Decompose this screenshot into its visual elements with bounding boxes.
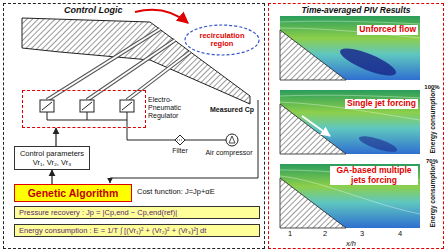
- node-text: Control Logic: [4, 4, 264, 15]
- sensor-label: Measured Cp: [208, 105, 256, 114]
- regulator-symbol: [40, 100, 54, 112]
- piv-image: [280, 90, 420, 155]
- regulator-arrow: [42, 102, 52, 110]
- air-line: [185, 140, 226, 141]
- jet-arrow: [302, 116, 330, 136]
- node-text: Unforced flow: [357, 25, 418, 35]
- air-lines: [47, 112, 226, 140]
- flow-arrow: [51, 170, 52, 184]
- flow-arrow: [55, 128, 56, 146]
- jet-duct: [87, 40, 175, 100]
- regulator-symbol: [120, 100, 134, 112]
- region-ellipse: recirculation region: [184, 24, 260, 56]
- algorithm-box: Genetic Algorithm: [14, 184, 132, 202]
- streamline: [280, 95, 420, 98]
- regulator-arrow: [122, 102, 132, 110]
- axis-tick: 2: [321, 229, 329, 238]
- feedback-line: [110, 100, 258, 183]
- axis-tick: 4: [396, 229, 404, 238]
- piv-image: [280, 16, 420, 81]
- air-manifold: [47, 112, 127, 120]
- node-text: Time-averaged PIV Results: [269, 4, 443, 15]
- regulator-symbol: [80, 100, 94, 112]
- part-label: Air compressor: [202, 148, 256, 157]
- node-text: Electro-Pneumatic Regulator: [148, 96, 200, 120]
- energy-label: Energy consumption: [428, 165, 437, 227]
- recirculation-bubble: [337, 43, 399, 80]
- piv-image: Single jet forcing: [280, 90, 420, 154]
- jet-duct: [87, 40, 175, 100]
- formula-box: Pressure recovery : Jp = |Cp,end − Cp,en…: [14, 206, 260, 219]
- control-panel: Electro-Pneumatic RegulatorControl param…: [3, 3, 265, 249]
- piv-field: [280, 90, 420, 154]
- node-text: GA-based multiple jets forcing: [330, 166, 418, 185]
- cost-label: Cost function: J=Jp+αE: [137, 187, 259, 196]
- wall: [280, 178, 346, 228]
- part-label: Filter: [168, 146, 192, 155]
- jet-duct: [127, 52, 190, 100]
- node-text: Genetic Algorithm: [18, 187, 128, 199]
- wall: [280, 30, 346, 80]
- compressor-symbol: [229, 136, 235, 143]
- node-text: Single jet forcing: [345, 99, 418, 109]
- piv-image: [280, 164, 420, 228]
- node-text: Energy consumption : E = 1/T ∫ [(Vr₁)² +…: [19, 226, 255, 235]
- flap-body: [22, 18, 250, 104]
- formula-box: Energy consumption : E = 1/T ∫ [(Vr₁)² +…: [14, 224, 260, 237]
- node-text: Control parameters Vr₁, Vr₂, Vr₃: [17, 149, 87, 167]
- ellipse-outline: [185, 25, 259, 55]
- jet-duct: [127, 52, 190, 100]
- piv-image: GA-based multiple jets forcing: [280, 164, 420, 228]
- axis-title: x/h: [340, 239, 362, 248]
- air-manifold: [87, 112, 88, 120]
- regulator-box: Electro-Pneumatic Regulator: [22, 90, 146, 128]
- node-text: Pressure recovery : Jp = |Cp,end − Cp,en…: [19, 208, 255, 217]
- streamline: [280, 21, 420, 24]
- regulator-symbols: [40, 100, 134, 112]
- parameter-box: Control parameters Vr₁, Vr₂, Vr₃: [14, 146, 90, 170]
- energy-label: Energy consumption: [428, 91, 437, 153]
- axis-tick: 3: [358, 229, 366, 238]
- piv-field: [280, 164, 420, 228]
- compressor-symbol: [226, 134, 238, 146]
- piv-image: Unforced flow: [280, 16, 420, 80]
- piv-field: [280, 16, 420, 80]
- flow-arrow: [135, 10, 188, 23]
- axis-tick: 1: [286, 229, 294, 238]
- node-text: recirculation region: [194, 32, 250, 49]
- filter-symbol: [177, 140, 183, 141]
- filter-symbol: [175, 135, 185, 145]
- recirculation-bubble: [357, 133, 398, 155]
- regulator-arrow: [82, 102, 92, 110]
- wall: [280, 104, 346, 154]
- results-panel: Unforced flowSingle jet forcingGA-based …: [268, 3, 444, 249]
